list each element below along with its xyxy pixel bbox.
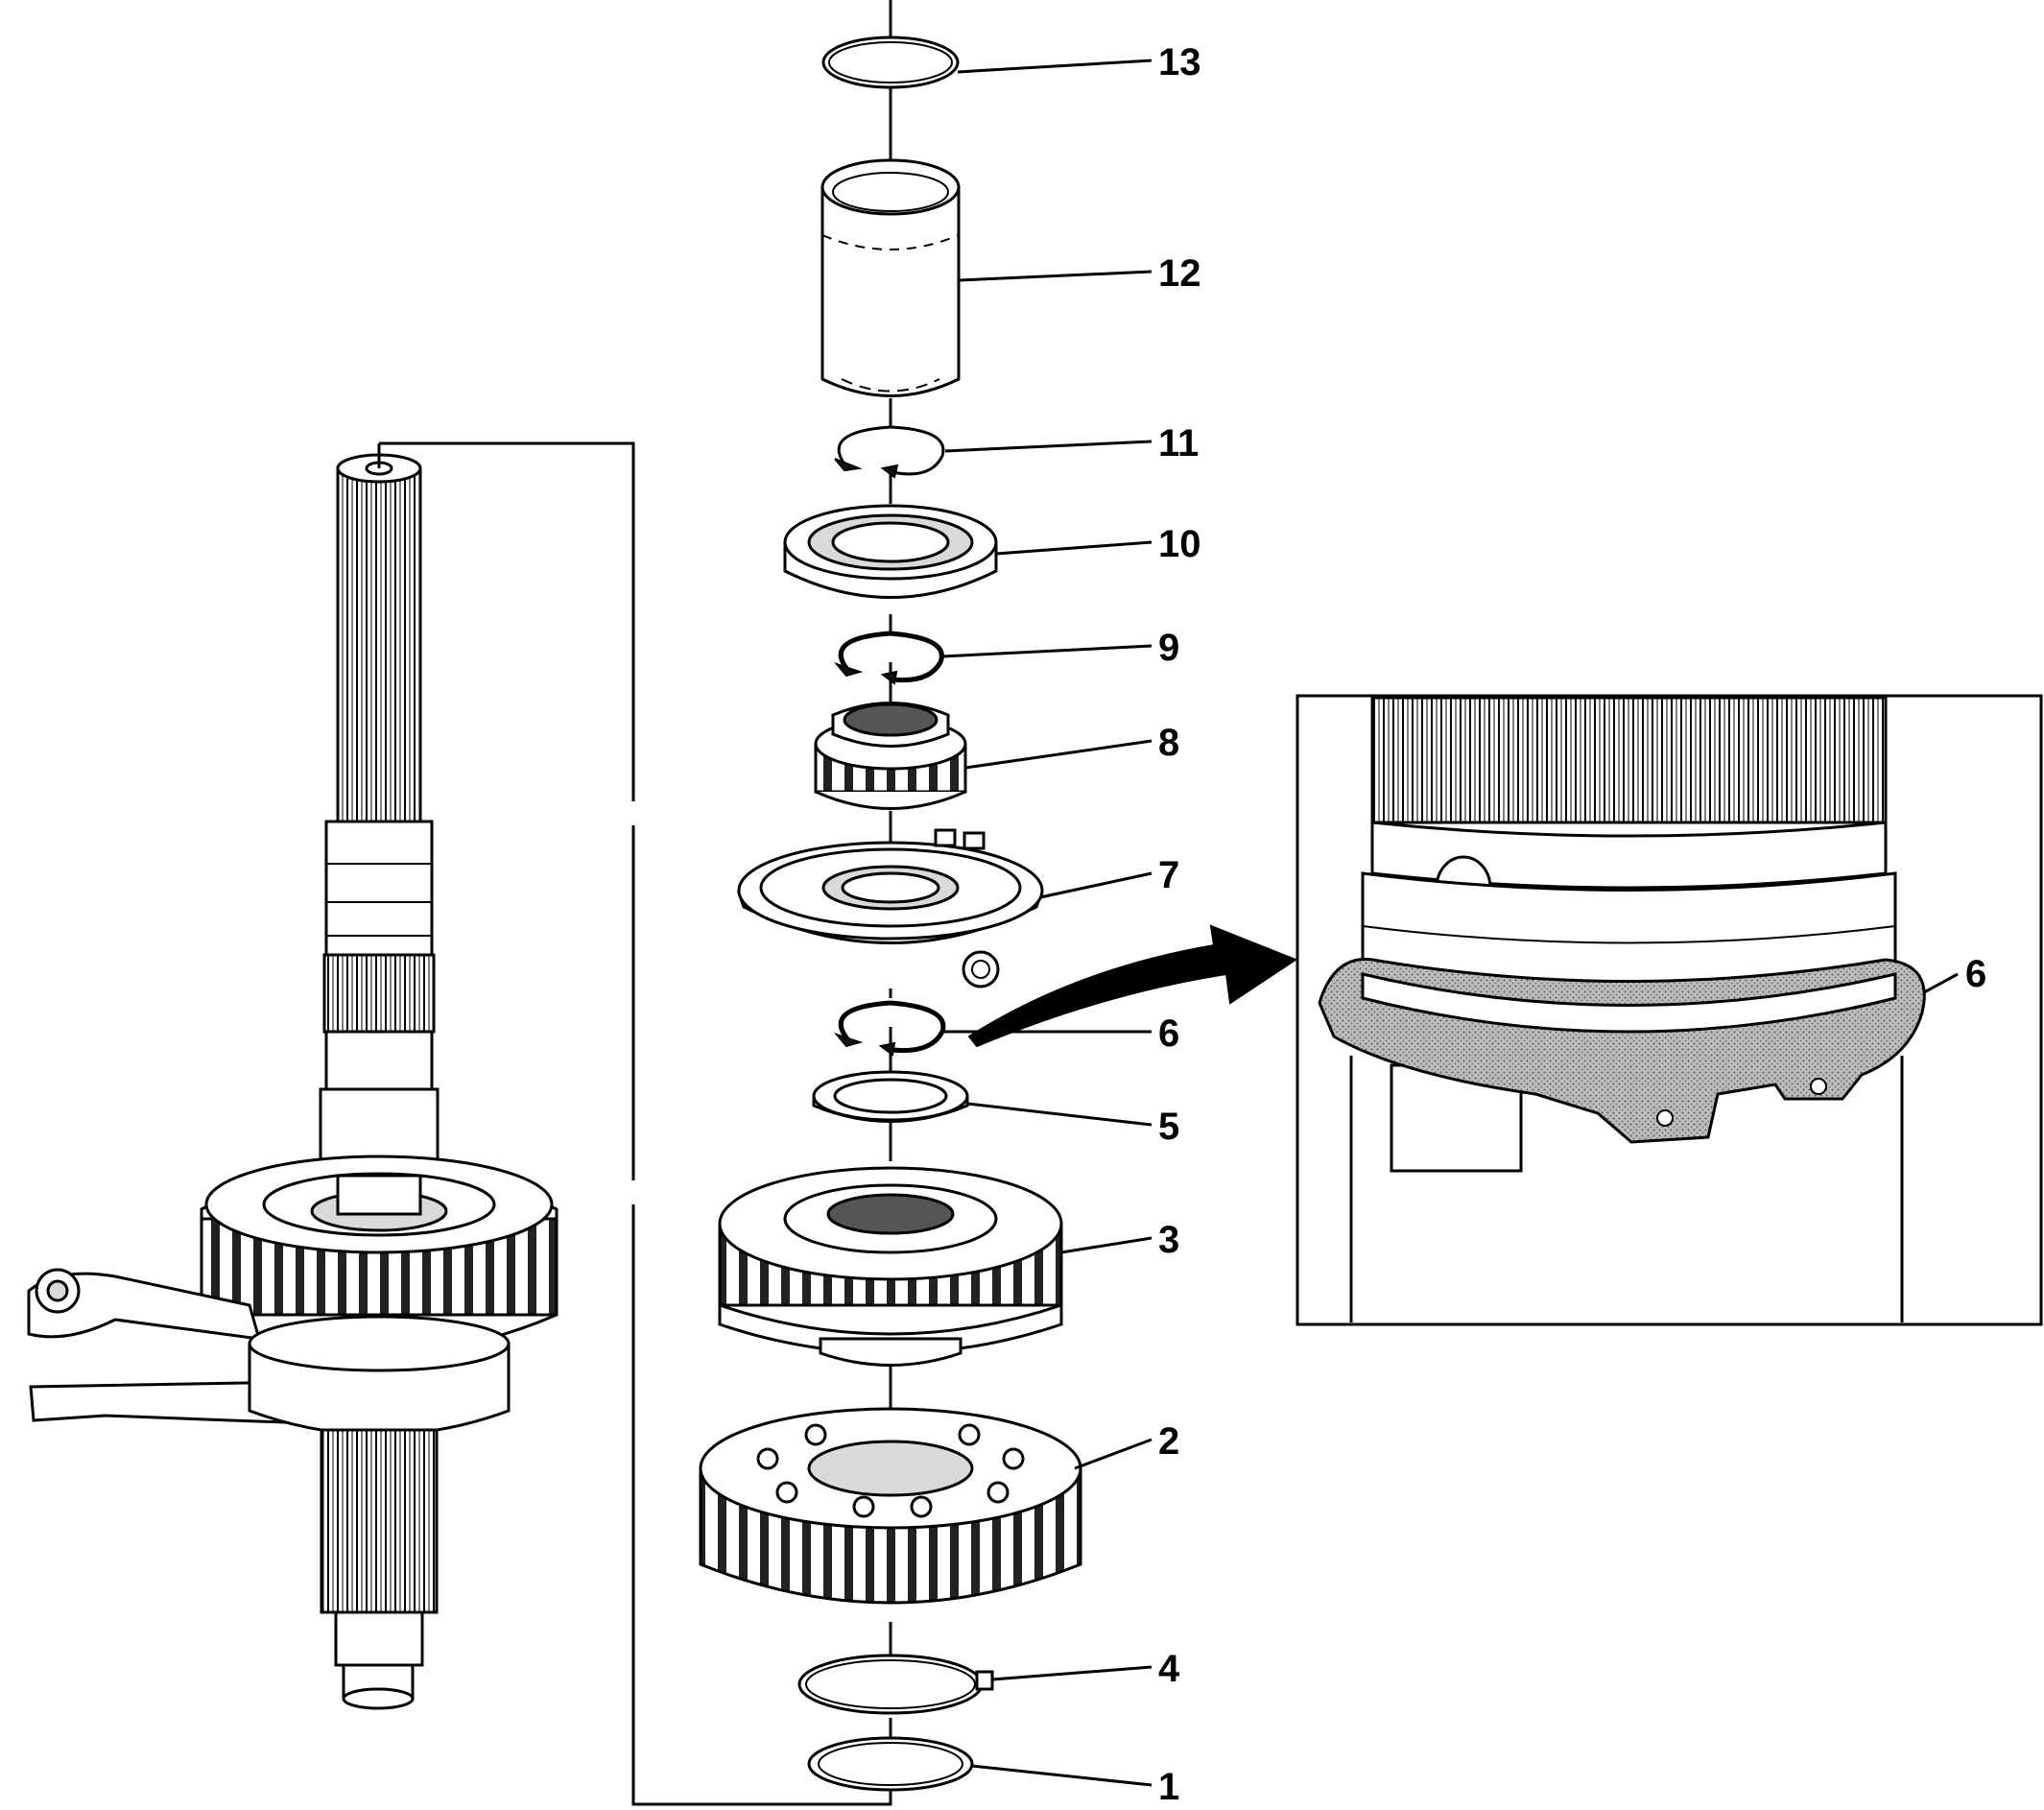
- part-2-clutch-hub: [699, 1407, 1082, 1605]
- callout-7: 7: [1158, 854, 1179, 896]
- exploded-stack: [699, 0, 1082, 1792]
- callout-labels: 13 12 11 10 9 8 7 6 5 3 2 4 1 6: [1158, 41, 1986, 1808]
- callout-12: 12: [1158, 252, 1201, 295]
- detail-view: [1295, 694, 2043, 1326]
- part-10-bearing: [783, 504, 998, 599]
- callout-10: 10: [1158, 523, 1201, 565]
- callout-11: 11: [1158, 422, 1199, 464]
- part-7-retainer-plate: [736, 828, 1044, 988]
- part-5-thrust-washer: [812, 1070, 969, 1123]
- part-3-clutch-gear: [718, 1166, 1063, 1367]
- shaft-assembly: [27, 441, 892, 1806]
- detail-arrow: [967, 924, 1298, 1048]
- part-13-seal-ring: [821, 36, 960, 89]
- callout-1: 1: [1158, 1766, 1179, 1808]
- splined-shaft-lower: [320, 1428, 439, 1614]
- callout-6: 6: [1158, 1012, 1179, 1055]
- part-9-snap-ring: [833, 631, 944, 685]
- clutch-pack: [200, 1155, 559, 1355]
- part-11-snap-ring: [834, 425, 945, 479]
- part-4-snap-ring: [797, 1654, 994, 1715]
- part-6-snap-ring: [833, 1000, 946, 1057]
- callout-3: 3: [1158, 1219, 1179, 1261]
- part-8-drive-gear: [814, 702, 967, 810]
- callout-13: 13: [1158, 41, 1201, 83]
- callout-5: 5: [1158, 1106, 1179, 1148]
- part-12-sleeve: [820, 158, 961, 397]
- leader-lines: [941, 59, 1959, 1787]
- splined-shaft-middle: [322, 953, 436, 1034]
- callout-4: 4: [1158, 1648, 1180, 1690]
- splined-shaft-upper: [336, 466, 422, 823]
- assembly-guide-line: [379, 441, 892, 1806]
- detail-callout-6: 6: [1965, 953, 1986, 995]
- part-1-thrust-ring: [807, 1736, 974, 1792]
- callout-9: 9: [1158, 627, 1179, 669]
- callout-8: 8: [1158, 722, 1179, 764]
- detail-frame: [1295, 694, 2043, 1326]
- callout-2: 2: [1158, 1420, 1179, 1463]
